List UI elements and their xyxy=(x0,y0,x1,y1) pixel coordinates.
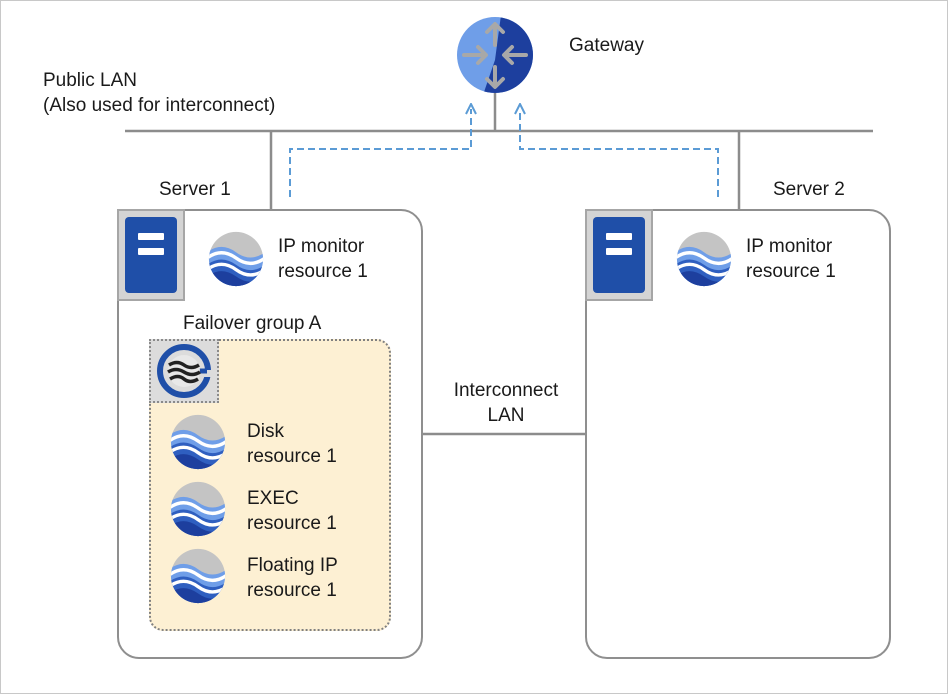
server-icon xyxy=(585,209,653,301)
server1-label: Server 1 xyxy=(159,179,231,200)
public-lan-label: Public LAN (Also used for interconnect) xyxy=(43,70,276,116)
failover-group-icon xyxy=(149,339,219,403)
server-icon xyxy=(117,209,185,301)
server1-monitor-arrow xyxy=(289,109,471,197)
disk-resource-label: Disk resource 1 xyxy=(247,421,337,467)
exec-resource-label: EXEC resource 1 xyxy=(247,488,337,534)
server1-monitor-label: IP monitor resource 1 xyxy=(278,236,368,282)
ip-monitor-icon xyxy=(676,231,732,287)
server2-monitor-arrow xyxy=(520,109,719,197)
failover-group-title: Failover group A xyxy=(183,313,322,334)
ip-monitor-icon xyxy=(208,231,264,287)
gateway-label: Gateway xyxy=(569,35,644,56)
floating-ip-resource-icon xyxy=(170,548,226,604)
interconnect-lan-label: Interconnect LAN xyxy=(453,380,559,426)
gateway-icon xyxy=(457,17,533,93)
exec-resource-icon xyxy=(170,481,226,537)
floating-ip-resource-label: Floating IP resource 1 xyxy=(247,555,338,601)
disk-resource-icon xyxy=(170,414,226,470)
server2-monitor-label: IP monitor resource 1 xyxy=(746,236,836,282)
server2-label: Server 2 xyxy=(773,179,845,200)
